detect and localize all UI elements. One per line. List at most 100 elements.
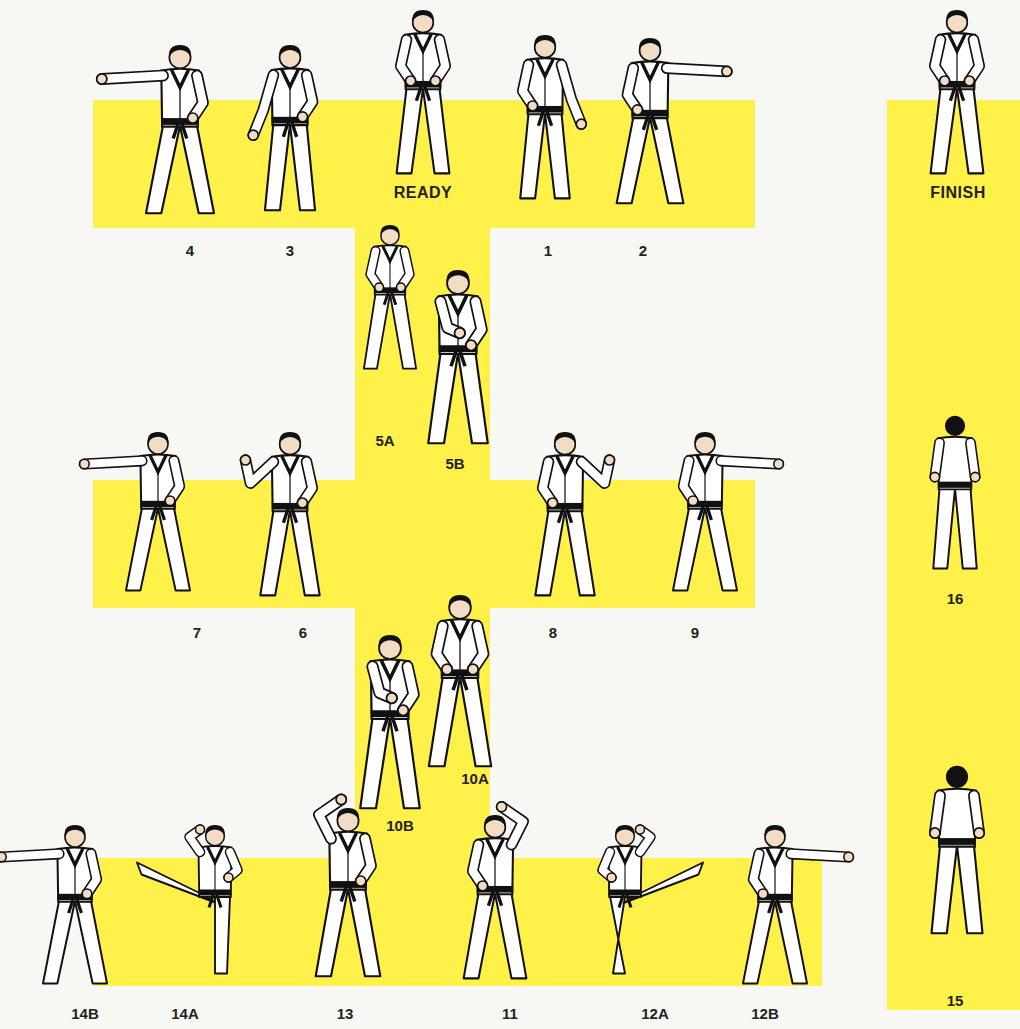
figure-part bbox=[253, 75, 273, 135]
step-number: 16 bbox=[947, 590, 964, 607]
figure-part bbox=[370, 251, 379, 287]
figure-part bbox=[348, 889, 380, 977]
figure-part bbox=[938, 838, 975, 845]
figure-part bbox=[387, 693, 398, 704]
figure-part bbox=[447, 270, 470, 282]
figure-part bbox=[627, 68, 637, 110]
figure-part bbox=[370, 251, 379, 287]
figure-part bbox=[179, 88, 180, 122]
figure-part bbox=[148, 432, 169, 443]
figure-part bbox=[289, 473, 290, 506]
figure-part bbox=[214, 863, 215, 893]
figure-part bbox=[193, 76, 203, 119]
figure-part bbox=[473, 845, 483, 886]
figure-part bbox=[126, 508, 158, 590]
figure-part bbox=[84, 461, 142, 464]
athlete-figure bbox=[316, 794, 381, 976]
figure-part bbox=[955, 489, 977, 569]
figure-part bbox=[940, 76, 950, 86]
figure-part bbox=[683, 461, 693, 501]
figure-part bbox=[283, 508, 296, 523]
figure-part bbox=[471, 302, 482, 346]
figure-part bbox=[636, 825, 645, 834]
figure-part bbox=[528, 101, 538, 111]
figure-part bbox=[87, 854, 97, 894]
figure-part bbox=[193, 76, 203, 119]
athlete-figure bbox=[603, 825, 704, 974]
figure-part bbox=[401, 251, 410, 287]
step-number: 4 bbox=[186, 242, 194, 259]
figure-part bbox=[428, 353, 458, 443]
figure-part bbox=[442, 664, 452, 674]
figure-part bbox=[390, 294, 416, 369]
figure-part bbox=[721, 461, 779, 464]
figure-part bbox=[478, 881, 488, 891]
figure-part bbox=[337, 808, 359, 820]
figure-part bbox=[767, 848, 783, 865]
figure-part bbox=[75, 901, 107, 983]
figure-part bbox=[618, 847, 633, 863]
figure-part bbox=[158, 508, 190, 590]
figure-part bbox=[721, 461, 779, 464]
figure-part bbox=[488, 891, 501, 906]
figure-part bbox=[791, 854, 849, 857]
figure-part bbox=[347, 851, 348, 885]
athlete-figure bbox=[241, 432, 320, 595]
step-number: 7 bbox=[193, 624, 201, 641]
figure-part bbox=[460, 677, 491, 766]
figure-part bbox=[199, 890, 232, 896]
figure-part bbox=[683, 461, 693, 501]
athlete-figure bbox=[80, 432, 190, 590]
figure-part bbox=[146, 126, 180, 214]
figure-part bbox=[381, 660, 399, 678]
athlete-figure bbox=[0, 825, 107, 983]
figure-part bbox=[430, 76, 440, 86]
figure-part bbox=[932, 846, 958, 934]
figure-part bbox=[170, 461, 180, 501]
athlete-figure bbox=[428, 270, 488, 443]
figure-part bbox=[152, 506, 165, 520]
figure-part bbox=[753, 854, 763, 894]
figure-part bbox=[639, 38, 661, 50]
figure-part bbox=[562, 65, 582, 124]
figure-part bbox=[931, 88, 957, 173]
figure-part bbox=[356, 876, 366, 886]
figure-part bbox=[487, 839, 504, 856]
figure-part bbox=[774, 865, 775, 897]
figure-part bbox=[950, 86, 963, 101]
figure-part bbox=[298, 112, 308, 122]
figure-part bbox=[758, 889, 768, 899]
figure-part bbox=[265, 124, 290, 210]
figure-part bbox=[753, 854, 763, 894]
figure-part bbox=[632, 105, 642, 115]
figure-part bbox=[471, 302, 482, 346]
figure-part bbox=[360, 718, 390, 808]
figure-part bbox=[930, 828, 940, 838]
figure-part bbox=[775, 901, 807, 983]
figure-part bbox=[576, 119, 586, 129]
figure-part bbox=[607, 873, 616, 882]
figure-part bbox=[695, 432, 716, 443]
figure-part bbox=[401, 40, 411, 81]
figure-part bbox=[946, 766, 968, 788]
figure-part bbox=[180, 126, 214, 214]
step-number: 14A bbox=[171, 1005, 199, 1022]
figure-part bbox=[627, 68, 637, 110]
figure-part bbox=[705, 508, 737, 590]
figure-part bbox=[558, 508, 571, 523]
figure-part bbox=[649, 80, 650, 113]
figure-part bbox=[971, 472, 980, 481]
step-number: 10A bbox=[461, 770, 489, 787]
figure-part bbox=[170, 461, 180, 501]
figure-part bbox=[844, 852, 854, 862]
figure-part bbox=[938, 482, 972, 488]
figure-part bbox=[617, 117, 650, 203]
figure-part bbox=[188, 113, 198, 123]
figure-part bbox=[473, 626, 483, 669]
figure-part bbox=[543, 462, 553, 503]
athlete-figure bbox=[930, 416, 980, 569]
figure-part bbox=[945, 416, 965, 436]
figure-part bbox=[397, 88, 423, 173]
figure-part bbox=[340, 833, 357, 851]
